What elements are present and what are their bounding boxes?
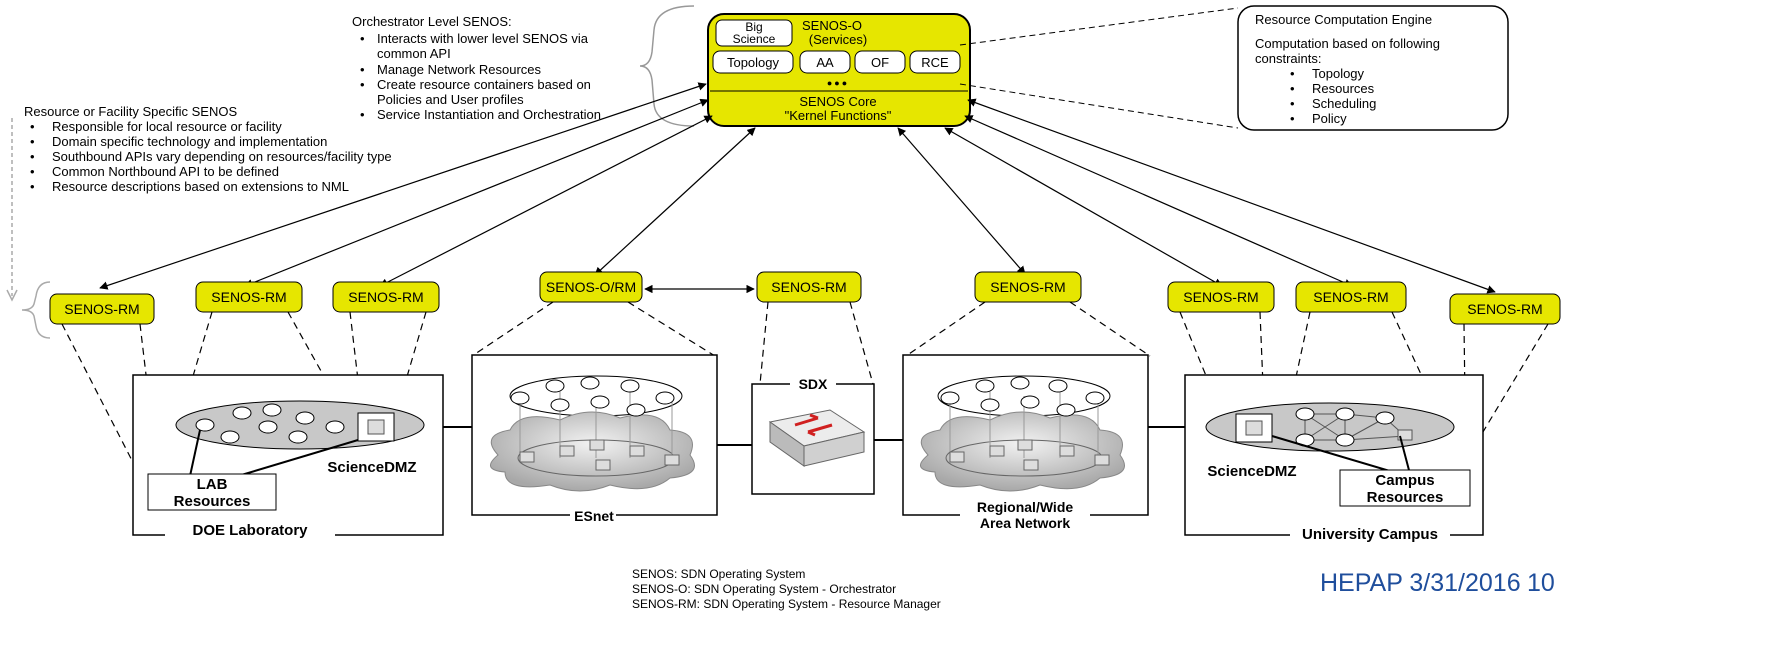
rce-intro: constraints: (1255, 51, 1321, 66)
lab-resources-label: Resources (174, 493, 251, 510)
acronym-legend: SENOS: SDN Operating System SENOS-O: SDN… (632, 567, 941, 611)
topology-module: Topology (727, 55, 780, 70)
doe-laboratory-label: DOE Laboratory (192, 522, 308, 539)
rm-nodes: SENOS-RM SENOS-RM SENOS-RM SENOS-O/RM SE… (49, 271, 1561, 325)
senos-rm-label: SENOS-RM (1467, 301, 1542, 317)
footer-date: HEPAP 3/31/2016 (1320, 569, 1521, 597)
svg-text:•: • (360, 31, 365, 46)
legend-line: SENOS: SDN Operating System (632, 567, 805, 581)
senos-rm-label: SENOS-RM (1183, 289, 1258, 305)
of-module: OF (871, 55, 889, 70)
orch-bullet: Create resource containers based on (377, 77, 591, 92)
orchestrator-desc-title: Orchestrator Level SENOS: (352, 14, 512, 29)
aa-module: AA (816, 55, 834, 70)
brace-icon (639, 5, 695, 127)
senos-rm-label: SENOS-RM (1313, 289, 1388, 305)
university-campus: Campus Resources ScienceDMZ University C… (1184, 374, 1484, 543)
lab-resources-label: LAB (197, 476, 228, 493)
legend-line: SENOS-O: SDN Operating System - Orchestr… (632, 582, 896, 596)
svg-text:•: • (30, 149, 35, 164)
esnet-label: ESnet (574, 508, 614, 524)
sciencedmz-left-label: ScienceDMZ (327, 459, 416, 476)
regional-label: Area Network (980, 515, 1070, 531)
senos-o-rm-label: SENOS-O/RM (546, 279, 636, 295)
rce-box: Resource Computation Engine Computation … (1237, 5, 1509, 131)
facility-bullet: Responsible for local resource or facili… (52, 119, 282, 134)
svg-text:•: • (360, 62, 365, 77)
legend-line: SENOS-RM: SDN Operating System - Resourc… (632, 597, 941, 611)
services-label: (Services) (809, 32, 868, 47)
brace-icon (21, 281, 51, 339)
senos-rm-label: SENOS-RM (211, 289, 286, 305)
rce-bullet: Scheduling (1312, 96, 1376, 111)
orch-bullet: common API (377, 46, 451, 61)
svg-text:•: • (1290, 111, 1295, 126)
big-science-label: Big (745, 20, 762, 34)
regional-network: Regional/Wide Area Network (902, 354, 1212, 534)
svg-text:•: • (30, 164, 35, 179)
svg-text:•: • (360, 107, 365, 122)
more-dots: ●●● (827, 78, 849, 88)
switch-icon (1245, 420, 1263, 436)
facility-bullet: Resource descriptions based on extension… (52, 179, 349, 194)
svg-text:•: • (30, 179, 35, 194)
svg-text:•: • (30, 119, 35, 134)
facility-bullet: Southbound APIs vary depending on resour… (52, 149, 392, 164)
facility-description: Resource or Facility Specific SENOS • Res… (24, 104, 392, 194)
rce-bullet: Policy (1312, 111, 1347, 126)
rce-title: Resource Computation Engine (1255, 12, 1432, 27)
senos-rm-label: SENOS-RM (348, 289, 423, 305)
svg-text:•: • (1290, 81, 1295, 96)
rce-module: RCE (921, 55, 949, 70)
campus-resources-label: Resources (1367, 489, 1444, 506)
esnet-domain: ESnet (471, 354, 752, 524)
svg-text:•: • (1290, 96, 1295, 111)
senos-orchestrator: Big Science SENOS-O (Services) Topology … (707, 13, 971, 127)
switch-icon (367, 419, 385, 435)
orchestrator-description: Orchestrator Level SENOS: • Interacts wit… (352, 14, 601, 122)
senos-core-label: SENOS Core (799, 94, 876, 109)
kernel-functions-label: "Kernel Functions" (785, 108, 892, 123)
rce-intro: Computation based on following (1255, 36, 1440, 51)
svg-text:•: • (1290, 66, 1295, 81)
rce-callout-line (959, 83, 1239, 129)
svg-text:•: • (360, 77, 365, 92)
facility-bullet: Common Northbound API to be defined (52, 164, 279, 179)
orch-bullet: Policies and User profiles (377, 92, 524, 107)
api-arrows (99, 82, 1496, 294)
senos-rm-label: SENOS-RM (64, 301, 139, 317)
senos-o-label: SENOS-O (802, 18, 862, 33)
university-campus-label: University Campus (1302, 526, 1438, 543)
svg-text:•: • (30, 134, 35, 149)
page-number: 10 (1527, 569, 1555, 597)
sdx-label: SDX (799, 376, 828, 392)
big-science-label: Science (733, 32, 776, 46)
rce-bullet: Topology (1312, 66, 1365, 81)
senos-rm-label: SENOS-RM (990, 279, 1065, 295)
regional-label: Regional/Wide (977, 499, 1074, 515)
orch-bullet: Manage Network Resources (377, 62, 542, 77)
campus-resources-label: Campus (1375, 472, 1434, 489)
sdx-domain: SDX (751, 376, 903, 495)
orch-bullet: Interacts with lower level SENOS via (377, 31, 589, 46)
facility-desc-title: Resource or Facility Specific SENOS (24, 104, 237, 119)
orch-bullet: Service Instantiation and Orchestration (377, 107, 601, 122)
doe-laboratory: LAB Resources ScienceDMZ DOE Laboratory (132, 374, 475, 539)
sdx-switch-icon (794, 413, 833, 437)
senos-rm-label: SENOS-RM (771, 279, 846, 295)
sciencedmz-right-label: ScienceDMZ (1207, 463, 1296, 480)
facility-bullet: Domain specific technology and implement… (52, 134, 327, 149)
rce-callout-line (959, 7, 1239, 46)
rce-bullet: Resources (1312, 81, 1375, 96)
